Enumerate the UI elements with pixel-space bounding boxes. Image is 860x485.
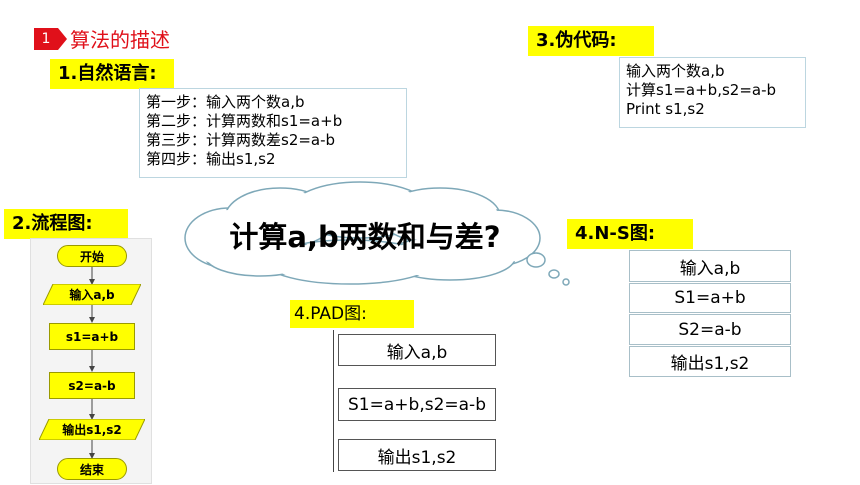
natural-language-label: 1.自然语言: bbox=[50, 59, 174, 89]
ns-cell-diff: S2=a-b bbox=[629, 314, 791, 345]
flowchart-input-shape: 输入a,b bbox=[43, 284, 141, 305]
flowchart-step-sum: s1=a+b bbox=[49, 323, 135, 350]
flowchart-end: 结束 bbox=[57, 458, 127, 480]
step-line: 第四步：输出s1,s2 bbox=[146, 150, 276, 168]
ns-diagram-label: 4.N-S图: bbox=[567, 219, 693, 249]
pseudocode-line: 输入两个数a,b bbox=[626, 62, 725, 80]
flowchart-input: 输入a,b bbox=[69, 288, 115, 302]
pseudocode-line: Print s1,s2 bbox=[626, 100, 705, 118]
flowchart-panel: 开始 输入a,b s1=a+b s2=a-b 输出s1,s2 结束 bbox=[30, 238, 152, 484]
step-line: 第二步：计算两数和s1=a+b bbox=[146, 112, 343, 130]
flowchart-step-diff: s2=a-b bbox=[49, 372, 135, 399]
page-title: 算法的描述 bbox=[70, 28, 170, 52]
flowchart-connectors bbox=[89, 267, 95, 459]
pseudocode-box: 输入两个数a,b 计算s1=a+b,s2=a-b Print s1,s2 bbox=[619, 57, 806, 128]
ns-cell-input: 输入a,b bbox=[629, 250, 791, 282]
ns-cell-sum: S1=a+b bbox=[629, 283, 791, 313]
section-number: 1 bbox=[41, 31, 51, 47]
natural-language-steps: 第一步：输入两个数a,b 第二步：计算两数和s1=a+b 第三步：计算两数差s2… bbox=[139, 88, 407, 178]
step-line: 第一步：输入两个数a,b bbox=[146, 93, 305, 111]
pseudocode-line: 计算s1=a+b,s2=a-b bbox=[626, 81, 777, 99]
pad-main-line bbox=[333, 330, 334, 472]
pseudocode-label: 3.伪代码: bbox=[528, 26, 654, 56]
pad-cell-output: 输出s1,s2 bbox=[338, 439, 496, 471]
pad-cell-compute: S1=a+b,s2=a-b bbox=[338, 388, 496, 421]
ns-cell-output: 输出s1,s2 bbox=[629, 346, 791, 377]
thought-cloud: 计算a,b两数和与差? bbox=[150, 180, 580, 290]
step-line: 第三步：计算两数差s2=a-b bbox=[146, 131, 336, 149]
cloud-question: 计算a,b两数和与差? bbox=[229, 220, 501, 254]
flowchart-start: 开始 bbox=[57, 245, 127, 267]
flowchart-output-shape: 输出s1,s2 bbox=[39, 419, 145, 440]
ns-diagram: 输入a,b S1=a+b S2=a-b 输出s1,s2 bbox=[629, 250, 791, 378]
flowchart-label: 2.流程图: bbox=[4, 209, 128, 239]
cloud-shape bbox=[184, 181, 570, 286]
pad-diagram-label: 4.PAD图: bbox=[290, 300, 414, 328]
pad-diagram: 输入a,b S1=a+b,s2=a-b 输出s1,s2 bbox=[328, 330, 498, 472]
badge-arrow bbox=[58, 28, 67, 50]
section-number-badge: 1 bbox=[34, 28, 58, 50]
flowchart-output: 输出s1,s2 bbox=[62, 423, 122, 437]
pad-cell-input: 输入a,b bbox=[338, 334, 496, 366]
